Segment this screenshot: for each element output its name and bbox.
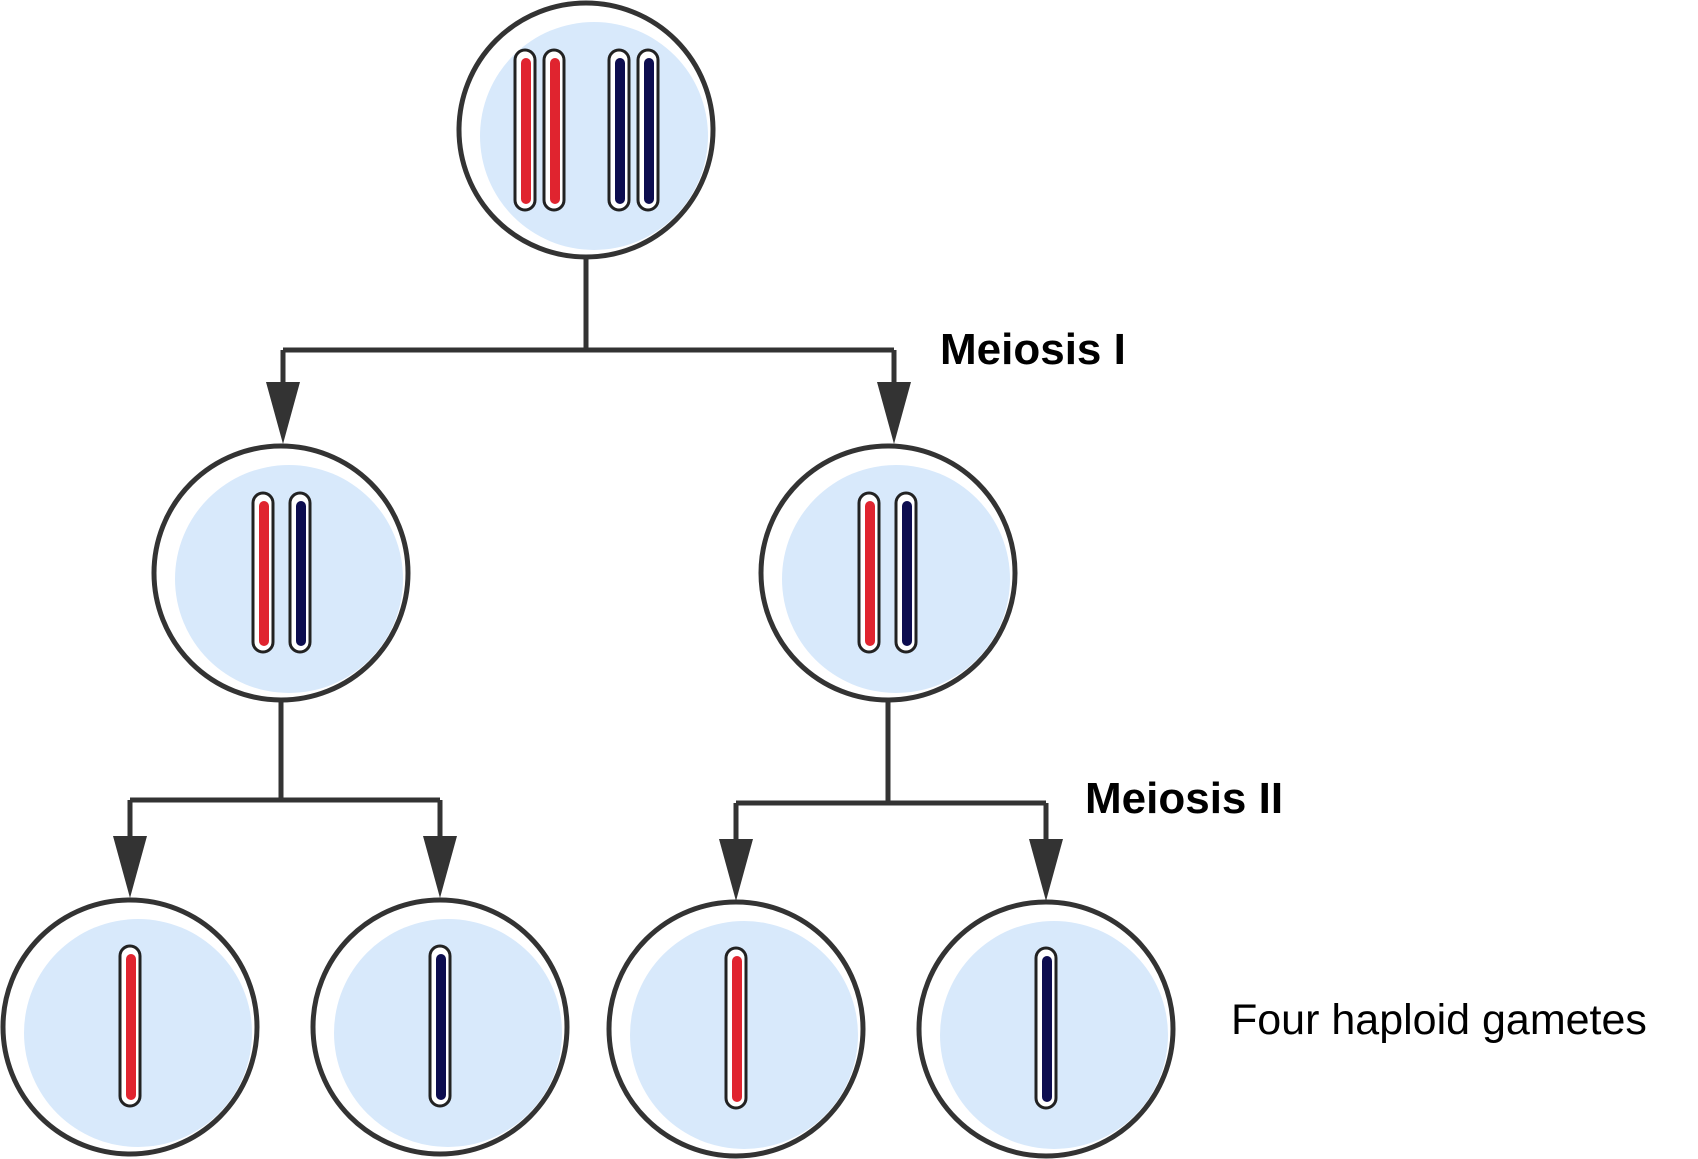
cell-gamete-2 [310,897,570,1157]
cell-membrane [606,899,866,1159]
cell-membrane [758,443,1018,703]
chromosome-blue [428,944,452,1108]
chromosome-arm [615,58,625,204]
chromosome-arm [865,501,875,646]
chromosome-red [542,48,566,212]
chromosome-blue [636,48,660,212]
gametes-label: Four haploid gametes [1231,996,1647,1044]
chromosome-arm [296,501,306,646]
cell-membrane [310,897,570,1157]
chromosome-red [724,946,748,1110]
arrowhead-icon [266,382,300,444]
chromosome-red [513,48,537,212]
cell-meiosis1-right [758,443,1018,703]
arrowhead-icon [719,839,753,901]
connectors [113,257,1063,901]
chromosome-arm [436,954,446,1100]
meiosis-1-arrows [266,257,911,444]
chromosome-arm [550,58,560,204]
arrowhead-icon [1029,839,1063,901]
chromosome-arm [521,58,531,204]
cell-gamete-3 [606,899,866,1159]
chromosome-arm [1042,956,1052,1102]
meiosis-2-label: Meiosis II [1085,774,1283,823]
arrowhead-icon [113,836,147,898]
chromosome-red [857,491,881,654]
cell-gamete-4 [916,899,1176,1159]
chromosome-arm [126,954,136,1100]
chromosome-blue [894,491,918,654]
chromosome-blue [607,48,631,212]
chromosome-arm [902,501,912,646]
chromosome-arm [644,58,654,204]
chromosome-arm [259,501,269,646]
cell-parent [456,0,716,260]
cell-meiosis1-left [151,443,411,703]
cells [0,0,1176,1159]
chromosome-arm [732,956,742,1102]
meiosis-2-left-arrows [113,700,457,898]
cell-membrane [0,897,260,1157]
cell-membrane [151,443,411,703]
chromosome-red [251,491,275,654]
arrowhead-icon [877,382,911,444]
chromosome-blue [1034,946,1058,1110]
chromosome-red [118,944,142,1108]
chromosome-blue [288,491,312,654]
arrowhead-icon [423,836,457,898]
cell-membrane [456,0,716,260]
meiosis-2-right-arrows [719,700,1063,901]
cell-membrane [916,899,1176,1159]
meiosis-1-label: Meiosis I [940,325,1126,374]
cell-gamete-1 [0,897,260,1157]
